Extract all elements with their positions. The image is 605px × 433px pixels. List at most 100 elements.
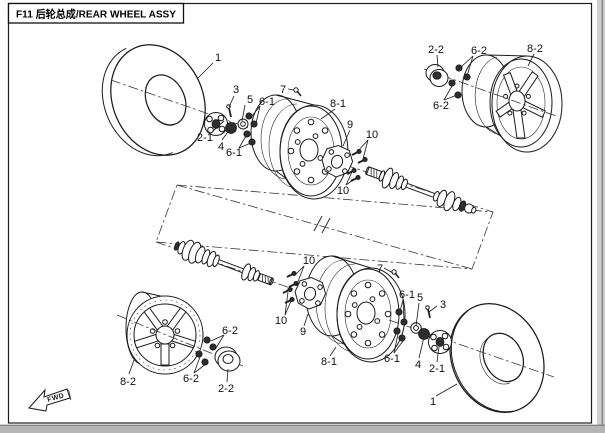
callout-2-2: 2-2 [428,44,444,56]
alloy-rim-bottom-left [125,291,204,375]
leader-line [212,120,225,132]
leader-line [399,299,404,312]
pin-3-top [226,104,232,118]
callout-6-1: 6-1 [259,96,275,108]
callout-2-2: 2-2 [218,383,234,395]
callout-7: 7 [377,263,383,275]
leader-line [459,55,474,69]
hub-flange-2-1-bottom [428,330,452,354]
leader-line [436,346,440,363]
callout-1: 1 [215,52,221,64]
leader-line [415,302,420,327]
callout-3: 3 [233,84,239,96]
leader-line [238,135,247,149]
leader-line [466,55,474,77]
leader-line [287,88,295,91]
leader-line [527,53,535,67]
leader-line [193,363,207,374]
callout-6-2: 6-2 [433,100,449,112]
pin-3-bottom [425,305,431,319]
washer-5-top [237,118,249,130]
callout-6-1: 6-1 [226,147,242,159]
axis-group-bottom-right [388,319,555,378]
leader-line [226,368,229,383]
leader-line [241,104,246,122]
leader-line [428,305,438,313]
drive-shaft-top [365,166,477,214]
leader-line [418,336,425,359]
scan-edge-right [597,0,605,433]
leader-line [345,171,353,186]
nut-4-bottom [418,328,430,340]
callout-5: 5 [247,94,253,106]
callout-8-2: 8-2 [527,43,543,55]
leader-line [238,142,252,149]
callout-6-1: 6-1 [399,289,415,301]
page-title: F11 后轮总成/REAR WHEEL ASSY [16,8,176,21]
fwd-label: FWD [47,392,66,404]
tire-bottom-right [449,303,545,413]
callout-9: 9 [347,119,353,131]
leader-line [345,177,357,186]
hub-flange-2-1-top [204,112,228,136]
leader-line [284,300,292,316]
leader-line [443,85,453,101]
title-box: F11 后轮总成/REAR WHEEL ASSY [7,2,185,24]
leader-line [193,356,201,374]
callout-6-2: 6-2 [183,373,199,385]
leader-line [128,359,135,375]
drive-shaft-bottom [174,239,274,286]
leader-line [443,94,458,101]
callout-8-2: 8-2 [120,376,136,388]
nut-4-top [225,122,237,134]
steel-rim-top [250,94,349,200]
leader-line [436,54,439,68]
leader-line [255,105,261,124]
leader-line [210,334,225,342]
callout-6-1: 6-1 [384,353,400,365]
lug-nuts-6-2-top-right [448,64,471,99]
leader-line [435,383,458,397]
leader-line [284,291,289,316]
axis-tire-top-left [110,79,259,132]
callout-10: 10 [275,315,287,327]
leader-line [294,265,305,276]
leader-line [393,333,399,354]
ref-plane-parallelogram [155,184,494,270]
tire-top-left [101,44,206,157]
callout-4: 4 [218,141,224,153]
leader-line [342,129,351,147]
scan-edge-bottom [0,425,605,433]
callout-8-1: 8-1 [330,98,346,110]
leader-line [196,62,214,80]
leader-line [303,313,309,327]
callout-8-1: 8-1 [321,356,337,368]
callout-2-1: 2-1 [429,363,445,375]
lug-nuts-6-1-top [243,112,258,146]
wheel-hub-9-bottom [294,276,327,310]
leader-line [296,265,305,285]
callout-10: 10 [337,185,349,197]
cap-2-2-top-right [425,64,449,87]
callout-2-1: 2-1 [197,132,213,144]
leader-line [320,108,336,120]
callout-1: 1 [430,396,436,408]
callout-6-2: 6-2 [222,325,238,337]
callout-9: 9 [300,326,306,338]
callout-7: 7 [280,84,286,96]
leader-line [228,95,235,108]
cap-2-2-bottom-left [214,346,241,372]
leader-line [329,346,337,357]
callout-10: 10 [303,255,315,267]
bolts-10-bottom [282,270,299,304]
callout-4: 4 [415,359,421,371]
leader-line [215,334,225,349]
leader-line [393,340,404,354]
ref-plane-diagonal [176,184,473,270]
leader-line [362,139,369,160]
leader-line [383,267,394,274]
leader-line [357,139,369,152]
callout-10: 10 [366,129,378,141]
